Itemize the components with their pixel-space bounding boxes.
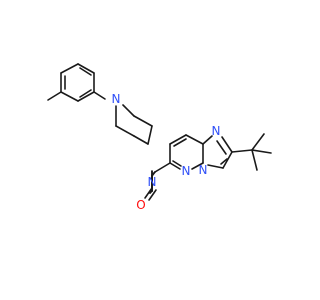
bond	[77, 63, 95, 74]
nitrogen-atom-label: N	[148, 175, 157, 189]
bond	[60, 91, 79, 102]
bond-layer	[47, 63, 272, 201]
bond	[115, 125, 135, 137]
bond	[169, 134, 187, 145]
atom-label-layer: N N N N N O	[112, 92, 221, 212]
nitrogen-atom-label: N	[199, 163, 208, 177]
bond-inner	[79, 67, 92, 76]
bond	[133, 115, 153, 127]
bond	[77, 91, 95, 102]
bond	[148, 189, 157, 201]
bond-inner	[79, 89, 92, 98]
bond	[154, 162, 171, 173]
bond	[251, 149, 272, 154]
bond	[231, 149, 253, 153]
bond	[185, 134, 204, 145]
bond	[122, 104, 135, 117]
nitrogen-atom-label: N	[112, 92, 121, 106]
bond	[202, 135, 213, 145]
bond	[144, 187, 153, 199]
bond	[151, 171, 156, 177]
bond	[221, 136, 233, 153]
bond	[147, 125, 153, 145]
bond	[251, 133, 265, 151]
molecule-structure: N N N N N O	[47, 63, 272, 212]
bond-inner	[216, 140, 227, 155]
oxygen-atom-label: O	[136, 198, 145, 212]
bond	[222, 151, 233, 169]
bond	[47, 91, 62, 101]
bond	[133, 135, 149, 145]
bond	[191, 162, 204, 170]
bond-inner	[172, 160, 182, 167]
bond	[169, 162, 181, 170]
bond	[60, 63, 79, 74]
bond	[251, 149, 258, 171]
bond-inner	[173, 138, 187, 147]
bond	[93, 91, 106, 100]
bond	[207, 164, 224, 169]
nitrogen-atom-label: N	[212, 124, 221, 138]
nitrogen-atom-label: N	[182, 164, 191, 178]
bond-inner	[220, 158, 228, 165]
